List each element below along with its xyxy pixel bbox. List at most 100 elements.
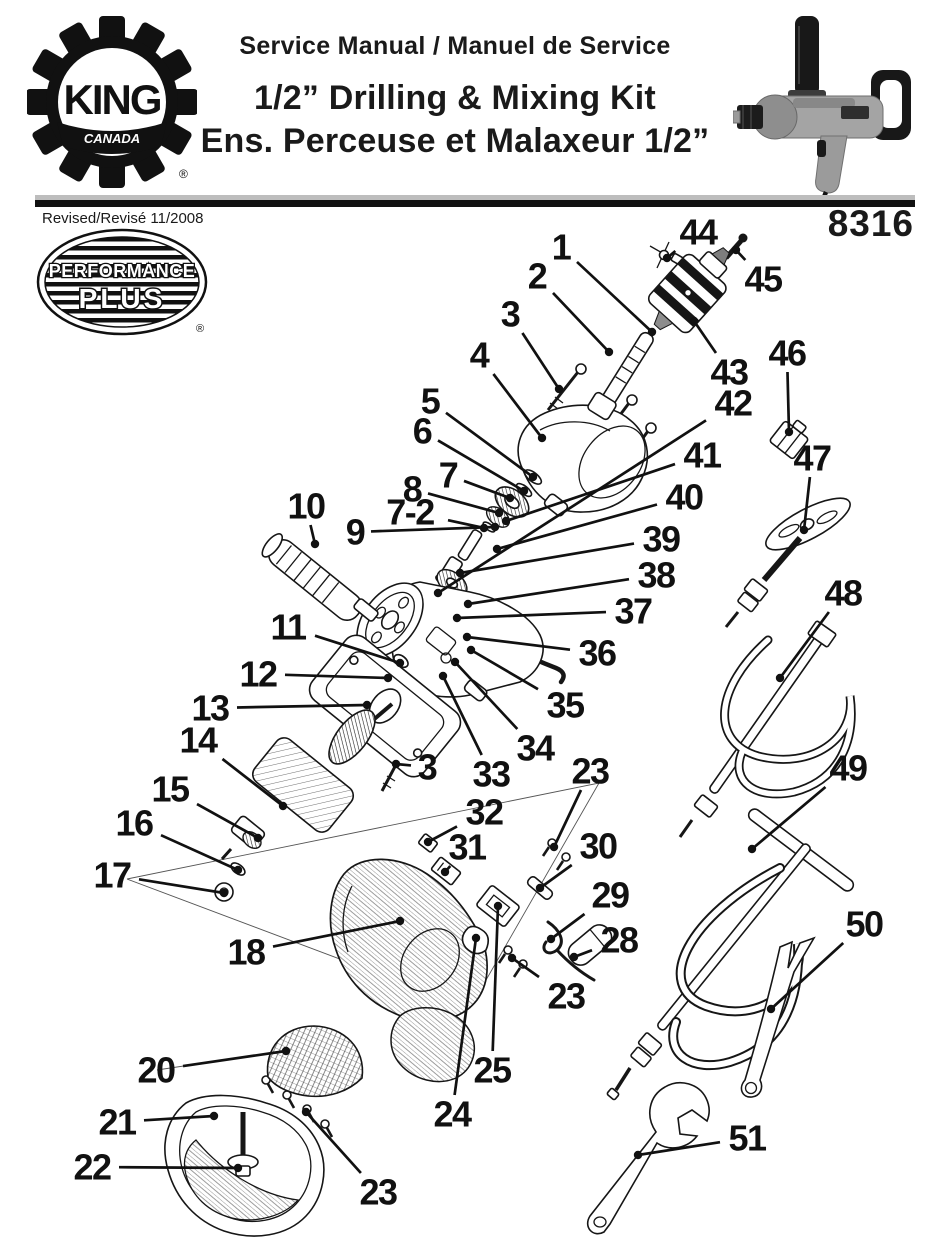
callout-number-1: 1: [552, 227, 572, 268]
callout-number-43: 43: [710, 352, 748, 393]
callout-45: 45: [731, 245, 784, 300]
callout-dot-2: [604, 347, 614, 357]
callout-number-49: 49: [829, 748, 867, 789]
callout-number-34: 34: [516, 728, 555, 769]
callout-dot-23: [549, 842, 559, 852]
callout-dot-31: [440, 867, 450, 877]
callout-number-11: 11: [270, 607, 307, 648]
callout-1: 1: [552, 227, 657, 337]
callout-number-45: 45: [744, 259, 783, 300]
callout-17: 17: [93, 855, 229, 898]
callout-12: 12: [239, 654, 393, 695]
brand-country: CANADA: [84, 131, 140, 146]
part-chuck: [647, 247, 730, 334]
part-chuck-screw: [724, 233, 748, 260]
product-title-en: 1/2” Drilling & Mixing Kit: [254, 79, 656, 117]
part-handle-base: [164, 1094, 325, 1237]
callout-5: 5: [421, 381, 538, 482]
callout-dot-48: [775, 673, 785, 683]
gear-icon: KING CANADA: [27, 16, 197, 188]
drill-product-photo: [733, 16, 911, 198]
callout-dot-50: [766, 1004, 776, 1014]
callout-dot-40: [492, 544, 502, 554]
part-lower-housing: [390, 1007, 476, 1083]
callout-33: 33: [438, 671, 511, 795]
callout-6: 6: [413, 411, 529, 496]
callout-2: 2: [528, 256, 614, 357]
callout-48: 48: [775, 573, 863, 683]
callout-23: 23: [301, 1107, 398, 1213]
callout-dot-9: [490, 522, 500, 532]
callout-number-4: 4: [470, 335, 490, 376]
callout-dot-38: [463, 599, 473, 609]
callout-number-13: 13: [191, 688, 229, 729]
callout-number-44: 44: [679, 212, 718, 253]
callout-11: 11: [270, 607, 405, 668]
callout-7: 7: [439, 455, 515, 503]
callout-dot-15: [253, 833, 263, 843]
callout-number-2: 2: [528, 256, 547, 297]
callout-46: 46: [768, 333, 807, 437]
callout-dot-34: [450, 657, 460, 667]
callout-18: 18: [227, 916, 405, 973]
callout-number-38: 38: [637, 555, 675, 596]
callout-number-10: 10: [287, 486, 325, 527]
callout-4: 4: [470, 335, 547, 443]
callout-number-48: 48: [824, 573, 862, 614]
callout-dot-23: [507, 953, 517, 963]
callout-number-21: 21: [98, 1102, 137, 1143]
callout-38: 38: [463, 555, 676, 609]
callout-dot-32: [423, 837, 433, 847]
callout-8: 8: [403, 469, 504, 518]
part-wrench: [586, 1082, 710, 1235]
callout-14: 14: [179, 720, 288, 811]
callout-number-12: 12: [239, 654, 277, 695]
callout-dot-30: [535, 883, 545, 893]
callout-number-42: 42: [714, 383, 752, 424]
callout-number-16: 16: [115, 803, 153, 844]
part-gear-case: [517, 391, 649, 517]
callout-number-25: 25: [473, 1050, 512, 1091]
callout-10: 10: [287, 486, 326, 549]
callout-7-2: 7-2: [386, 492, 489, 533]
callout-number-9: 9: [346, 512, 365, 553]
callout-50: 50: [766, 904, 884, 1014]
part-fan-guard: [266, 1025, 364, 1098]
callout-number-3: 3: [501, 294, 520, 335]
performance-plus-badge: PERFORMANCE PLUS ®: [36, 228, 208, 336]
callout-dot-22: [233, 1163, 243, 1173]
header-titles: Service Manual / Manuel de Service 1/2” …: [175, 32, 735, 161]
callout-13: 13: [191, 688, 372, 729]
callout-dot-41: [501, 516, 511, 526]
callout-41: 41: [501, 435, 723, 526]
part-coupler: [769, 419, 809, 460]
part-cord: [542, 920, 596, 982]
callout-number-46: 46: [768, 333, 806, 374]
callout-37: 37: [452, 591, 653, 632]
model-number: 8316: [827, 203, 914, 244]
callout-43: 43: [689, 316, 749, 393]
callout-dot-5: [528, 472, 538, 482]
callout-dot-49: [747, 844, 757, 854]
callout-number-32: 32: [465, 792, 503, 833]
callout-number-20: 20: [137, 1050, 175, 1091]
divider-rule: [35, 195, 915, 207]
callout-40: 40: [492, 477, 704, 554]
callout-3: 3: [391, 747, 438, 788]
part-motor-housing: [329, 858, 488, 1083]
callout-dot-6: [519, 486, 529, 496]
badge-registered-mark: ®: [196, 323, 204, 335]
callout-3: 3: [501, 294, 564, 394]
callout-49: 49: [747, 748, 868, 854]
callout-dot-3: [554, 384, 564, 394]
callout-22: 22: [73, 1147, 243, 1188]
callout-number-5: 5: [421, 381, 441, 422]
callout-30: 30: [535, 826, 618, 893]
callout-dot-46: [784, 427, 794, 437]
callout-dot-23: [301, 1107, 311, 1117]
part-helix-paddle-small: [678, 620, 856, 838]
canada-banner: [57, 122, 167, 154]
brand-name: KING: [64, 76, 161, 123]
callout-dot-12: [383, 673, 393, 683]
